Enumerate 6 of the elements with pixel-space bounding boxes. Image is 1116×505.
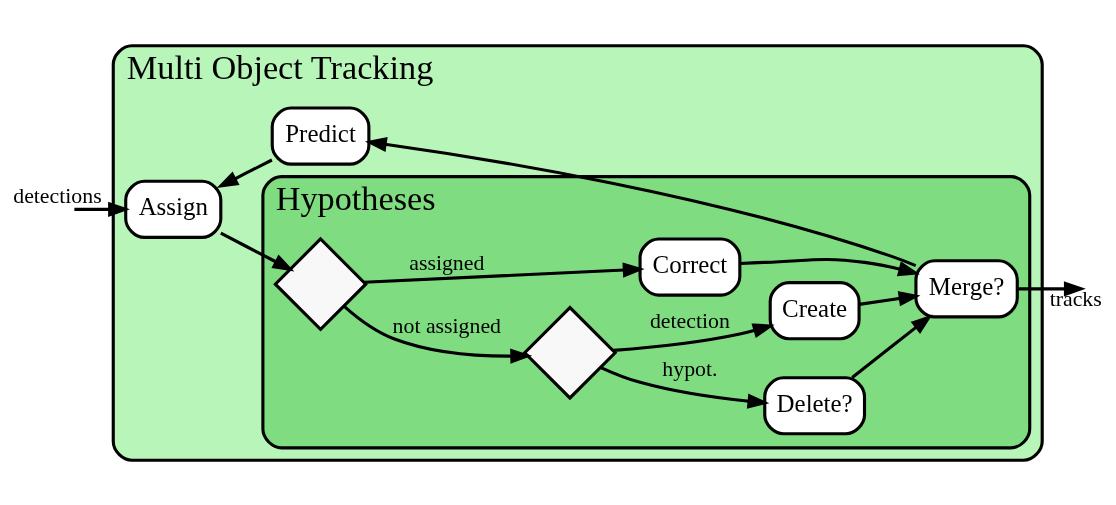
edge-label: tracks xyxy=(1049,286,1102,311)
edge-label: assigned xyxy=(409,250,485,275)
edge-label: not assigned xyxy=(392,313,502,338)
edge-label: hypot. xyxy=(662,356,718,381)
edge-label: detections xyxy=(13,183,102,208)
edge-label: detection xyxy=(649,308,730,333)
